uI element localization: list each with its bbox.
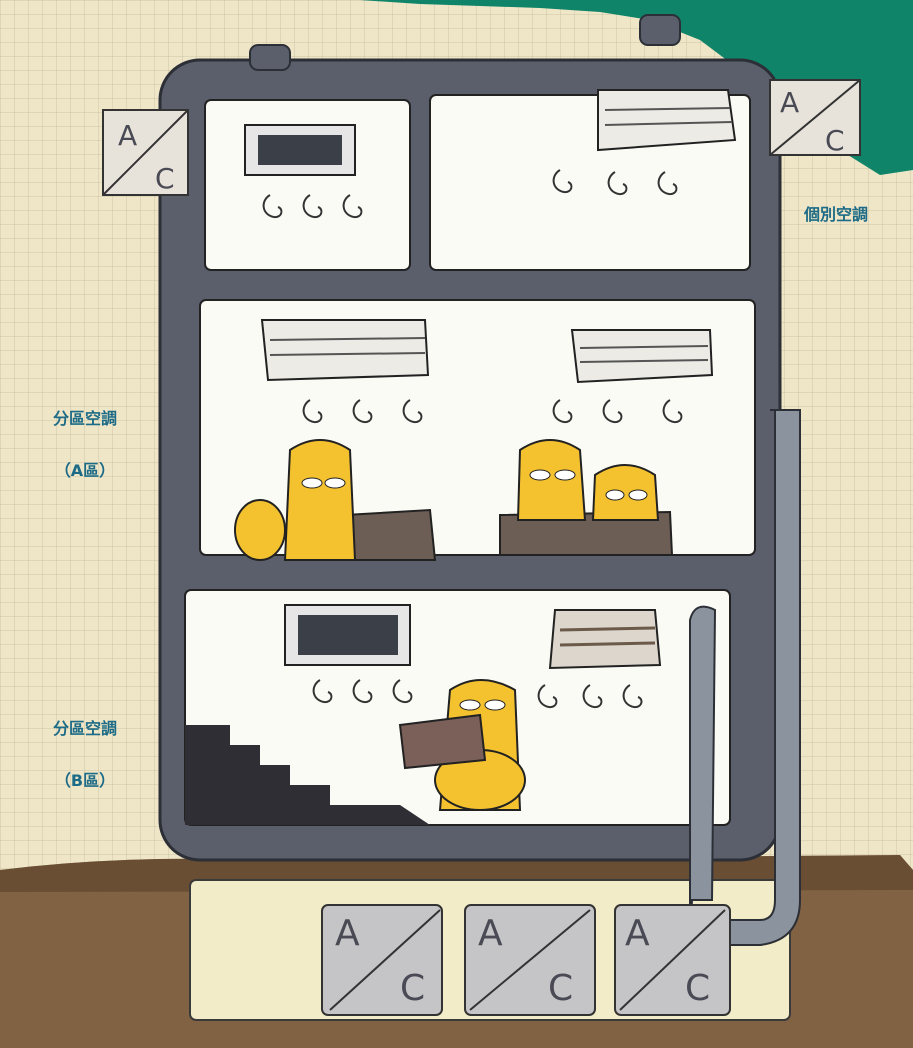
svg-text:A: A <box>335 913 360 954</box>
outdoor-ac-unit-icon: A C <box>102 109 189 196</box>
svg-text:C: C <box>548 968 573 1009</box>
desk <box>344 508 437 561</box>
zone-a-label: 分區空調 （A區） <box>30 380 140 510</box>
ceiling-vent-icon <box>284 604 411 666</box>
squirrel-character-icon <box>516 439 587 521</box>
staircase <box>185 725 430 825</box>
wall-ac-unit-icon <box>570 329 714 384</box>
svg-text:C: C <box>825 124 845 157</box>
wall-ac-unit-icon <box>548 609 662 670</box>
outdoor-ac-unit-icon: A C <box>769 79 861 157</box>
svg-text:A: A <box>118 119 137 152</box>
svg-text:A: A <box>478 913 503 954</box>
squirrel-character-icon <box>591 464 660 521</box>
duct-pipe-icon <box>689 409 801 946</box>
outdoor-ac-unit-icon: A C <box>464 904 596 1016</box>
svg-text:A: A <box>625 913 650 954</box>
zone-b-label: 分區空調 （B區） <box>30 690 140 820</box>
squirrel-character-icon <box>398 679 526 811</box>
wall-ac-unit-icon <box>260 319 430 382</box>
zone-b-title: 分區空調 <box>52 719 117 738</box>
zone-a-title: 分區空調 <box>52 409 117 428</box>
zone-b-sub: （B區） <box>54 771 116 790</box>
outdoor-ac-unit-icon: A C <box>321 904 443 1016</box>
ceiling-vent-icon <box>244 124 356 176</box>
green-paper-corner <box>360 0 913 175</box>
svg-text:C: C <box>400 968 425 1009</box>
zone-a-sub: （A區） <box>54 461 116 480</box>
svg-text:C: C <box>155 162 175 195</box>
svg-text:C: C <box>685 968 710 1009</box>
svg-text:A: A <box>780 86 799 119</box>
outdoor-ac-unit-icon: A C <box>614 904 731 1016</box>
individual-ac-text: 個別空調 <box>803 205 868 224</box>
wall-ac-unit-icon <box>597 89 737 152</box>
individual-ac-label: 個別空調 <box>776 176 896 228</box>
squirrel-character-icon <box>234 439 357 561</box>
